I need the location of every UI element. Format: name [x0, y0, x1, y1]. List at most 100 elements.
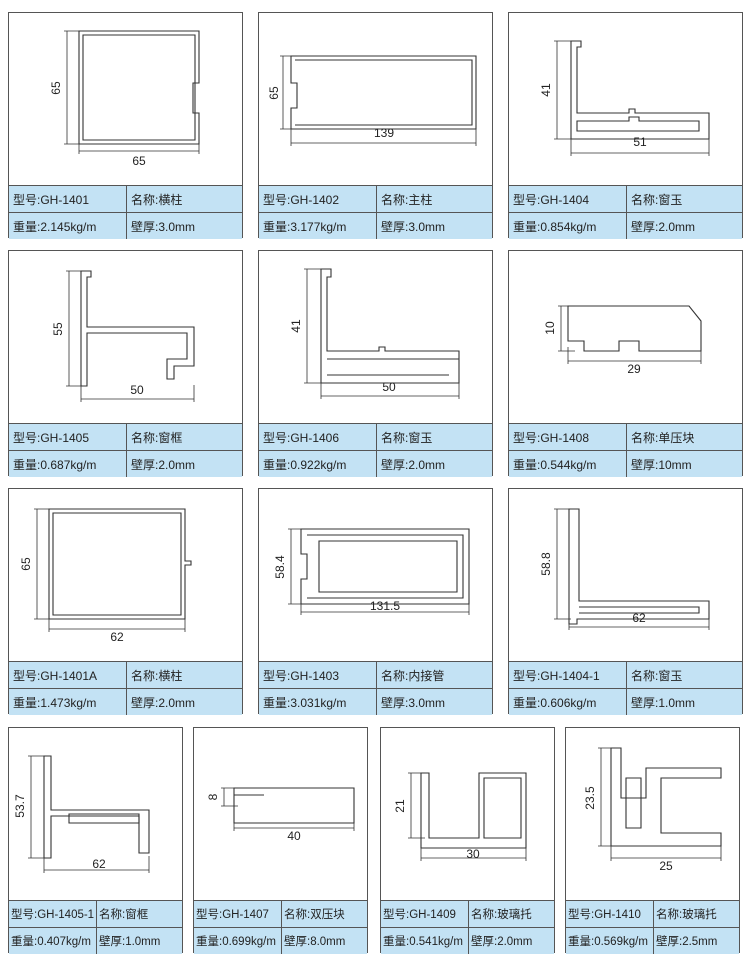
spec-model: 型号:GH-1401A [9, 662, 127, 688]
horizontal-dimension-line [300, 598, 470, 615]
profile-outline [327, 358, 459, 376]
profile-drawing: 10 29 [543, 305, 702, 376]
horizontal-dimension-label: 50 [382, 380, 396, 394]
spec-wall: 壁厚:1.0mm [99, 936, 161, 948]
profile-drawing: 41 51 [539, 40, 710, 156]
spec-row: 重量:3.177kg/m 壁厚:3.0mm [259, 212, 492, 239]
spec-name: 名称:窗玉 [381, 430, 433, 445]
spec-weight: 重量:0.569kg/m [566, 928, 654, 954]
spec-weight: 重量:3.177kg/m [259, 213, 377, 239]
horizontal-dimension-label: 62 [92, 857, 106, 871]
spec-model: 型号:GH-1409 [381, 901, 469, 927]
profile-drawing: 23.525 [583, 747, 722, 873]
profile-outline [483, 777, 522, 839]
profile-outline [576, 116, 700, 132]
vertical-dimension-label: 10 [543, 321, 557, 335]
spec-name: 名称:窗玉 [631, 192, 683, 207]
profile-outline [320, 268, 460, 384]
spec-model: 型号:GH-1410 [566, 901, 654, 927]
horizontal-dimension-line [570, 139, 710, 156]
spec-weight: 重量:0.544kg/m [509, 451, 627, 477]
profile-outline [48, 508, 192, 620]
vertical-dimension-line [28, 755, 45, 859]
spec-name: 名称:单压块 [631, 430, 695, 445]
vertical-dimension-label: 8 [206, 793, 220, 800]
spec-name: 名称:主柱 [381, 192, 433, 207]
profile-outline [570, 40, 710, 140]
spec-model: 型号:GH-1405 [9, 424, 127, 450]
spec-wall: 壁厚:2.0mm [381, 457, 446, 472]
horizontal-dimension-label: 139 [374, 126, 394, 140]
horizontal-dimension-label: 51 [633, 135, 647, 149]
spec-name: 名称:横柱 [131, 192, 183, 207]
horizontal-dimension-label: 131.5 [370, 599, 400, 613]
vertical-dimension-label: 53.7 [13, 794, 27, 818]
vertical-dimension-line [221, 787, 238, 807]
spec-name: 名称:玻璃托 [656, 909, 717, 921]
spec-name: 名称:双压块 [284, 909, 345, 921]
vertical-dimension-line [408, 772, 425, 839]
horizontal-dimension-label: 65 [132, 154, 146, 168]
spec-wall: 壁厚:2.0mm [131, 695, 196, 710]
horizontal-dimension-line [43, 856, 150, 873]
horizontal-dimension-line [610, 844, 722, 861]
spec-name: 名称:窗玉 [631, 668, 683, 683]
horizontal-dimension-line [48, 615, 186, 632]
horizontal-dimension-line [420, 844, 527, 861]
profile-outline [80, 270, 195, 387]
profile-outline [579, 606, 700, 614]
horizontal-dimension-line [78, 137, 200, 154]
profile-outline [420, 772, 527, 849]
spec-weight: 重量:0.606kg/m [509, 689, 627, 715]
horizontal-dimension-label: 29 [627, 362, 641, 376]
spec-model: 型号:GH-1408 [509, 424, 627, 450]
profile-outline [52, 512, 182, 616]
vertical-dimension-line [288, 528, 305, 605]
spec-wall: 壁厚:3.0mm [381, 219, 446, 234]
spec-wall: 壁厚:2.0mm [631, 219, 696, 234]
horizontal-dimension-line [320, 382, 460, 399]
spec-row: 型号:GH-1408 名称:单压块 [509, 423, 742, 450]
spec-wall: 壁厚:10mm [631, 457, 692, 472]
profile-card: 10 29 型号:GH-1408 名称:单压块重量:0.544kg/m 壁厚:10mm [508, 250, 743, 477]
profile-outline [295, 59, 473, 126]
spec-weight: 重量:2.145kg/m [9, 213, 127, 239]
spec-model: 型号:GH-1405-1 [9, 901, 97, 927]
spec-name: 名称:横柱 [131, 668, 183, 683]
spec-weight: 重量:0.407kg/m [9, 928, 97, 954]
horizontal-dimension-line [568, 613, 710, 630]
vertical-dimension-label: 41 [539, 83, 553, 97]
spec-wall: 壁厚:3.0mm [381, 695, 446, 710]
horizontal-dimension-label: 62 [110, 630, 124, 644]
profile-drawing: 41 50 [289, 268, 460, 399]
horizontal-dimension-line [233, 814, 355, 831]
profile-outline [307, 534, 464, 599]
vertical-dimension-label: 41 [289, 319, 303, 333]
vertical-dimension-label: 23.5 [583, 786, 597, 810]
